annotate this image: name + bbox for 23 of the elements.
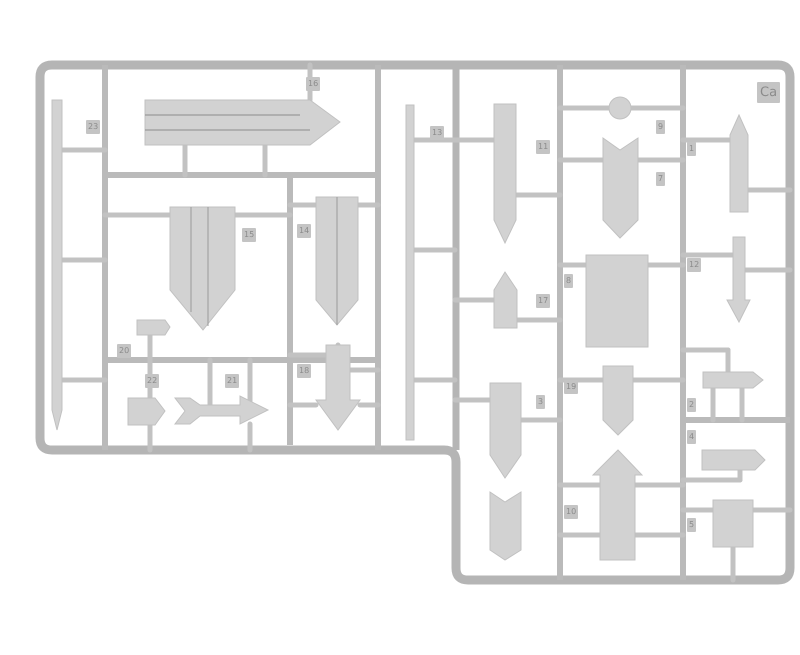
part-number: Ca <box>757 82 780 103</box>
part-number: 19 <box>564 380 578 394</box>
part-number: 16 <box>306 77 320 91</box>
part-number: 10 <box>564 505 578 519</box>
part-number: 3 <box>536 395 546 409</box>
part-number: 12 <box>687 258 702 272</box>
part-number: 18 <box>297 364 312 378</box>
part-number: 2 <box>687 398 696 412</box>
part-number: 1 <box>687 142 696 156</box>
part-number: 4 <box>687 430 696 444</box>
part-number: 20 <box>117 344 132 358</box>
part-number: 13 <box>430 126 444 140</box>
part-number: 7 <box>656 172 666 186</box>
part-number: 9 <box>656 120 666 134</box>
part-number: 14 <box>297 224 312 238</box>
part-number: 22 <box>145 374 160 388</box>
part-number: 11 <box>536 140 550 154</box>
part-number: 17 <box>536 294 550 308</box>
part-number: 15 <box>242 228 256 242</box>
part-number: 5 <box>687 518 696 532</box>
part-number: 21 <box>225 374 240 388</box>
part-number: 8 <box>564 274 574 288</box>
part-number: 23 <box>86 120 100 134</box>
